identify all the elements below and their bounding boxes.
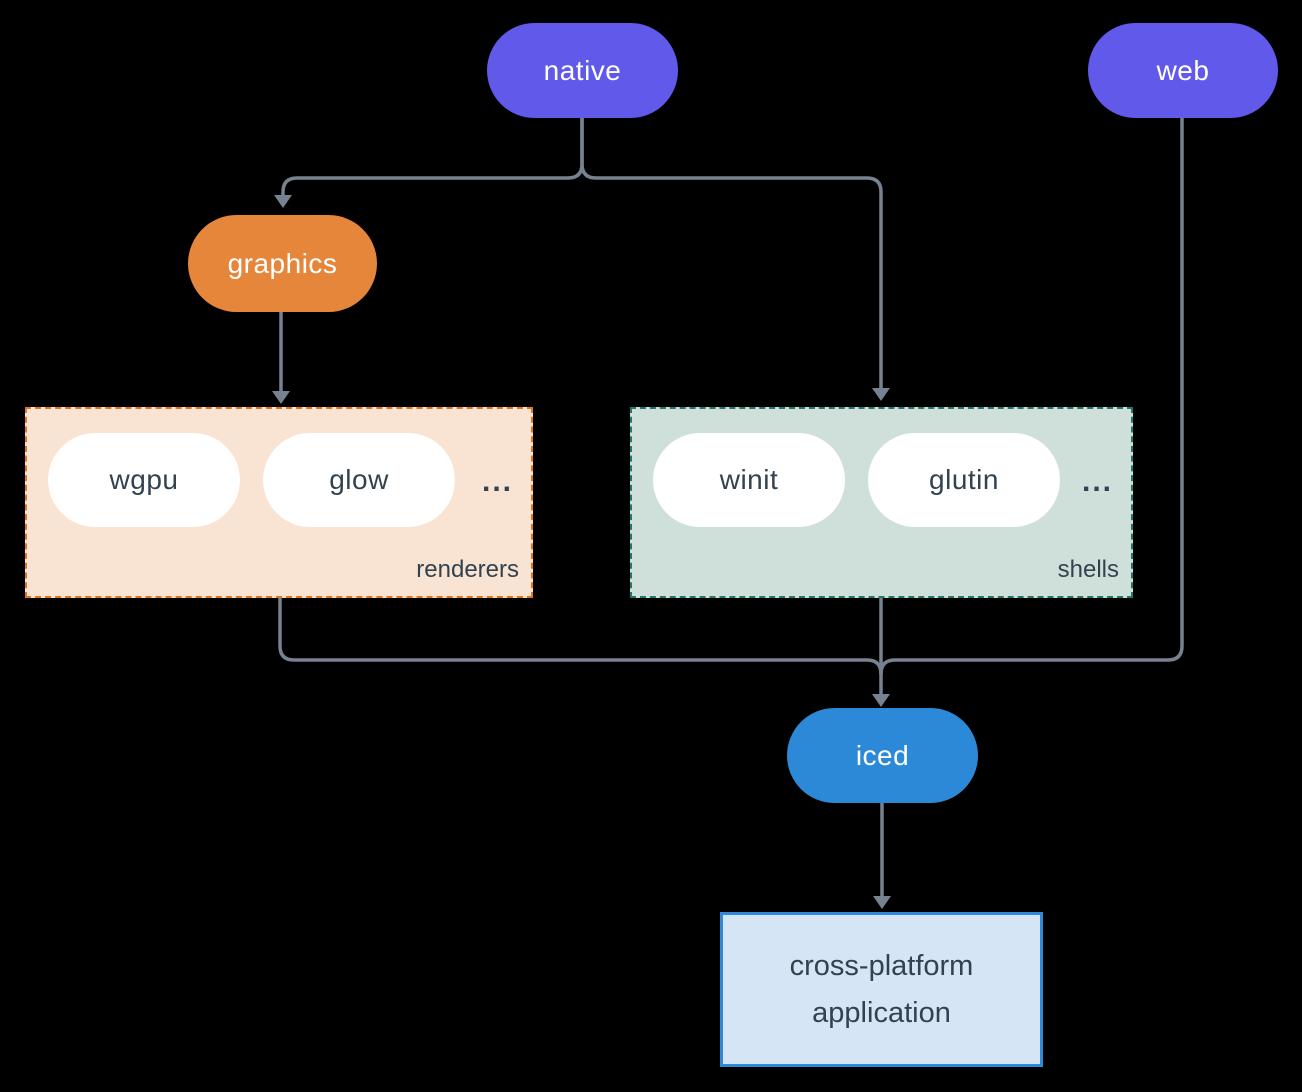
- renderers-group-label: renderers: [416, 556, 519, 583]
- arrowhead-into-renderers-box: [272, 391, 290, 404]
- node-iced: iced: [787, 708, 978, 803]
- node-application: cross-platform application: [720, 912, 1043, 1067]
- group-shells: winit glutin ... shells: [630, 407, 1133, 598]
- node-web-label: web: [1156, 54, 1210, 86]
- shells-group-label: shells: [1057, 556, 1119, 583]
- node-web: web: [1088, 23, 1278, 118]
- node-application-line1: cross-platform: [789, 949, 974, 982]
- node-winit: winit: [653, 433, 845, 527]
- arrowhead-into-iced: [872, 694, 890, 707]
- node-glutin: glutin: [868, 433, 1060, 527]
- node-graphics: graphics: [188, 215, 377, 312]
- node-graphics-label: graphics: [227, 247, 338, 279]
- edge-native-shells: [580, 118, 883, 389]
- node-wgpu: wgpu: [48, 433, 240, 527]
- arrowhead-into-graphics: [274, 195, 292, 208]
- node-glow: glow: [263, 433, 455, 527]
- node-application-line2: application: [812, 996, 951, 1029]
- renderers-ellipsis: ...: [482, 465, 514, 498]
- node-winit-label: winit: [719, 464, 779, 495]
- node-native-label: native: [543, 54, 622, 86]
- edge-renderers-iced: [278, 598, 883, 675]
- shells-ellipsis: ...: [1082, 465, 1114, 498]
- node-glutin-label: glutin: [929, 464, 999, 495]
- arrowhead-into-shells-box: [872, 388, 890, 401]
- node-glow-label: glow: [329, 464, 389, 495]
- group-renderers: wgpu glow ... renderers: [25, 407, 533, 598]
- node-native: native: [487, 23, 678, 118]
- arrowhead-into-application: [873, 896, 891, 909]
- node-iced-label: iced: [855, 739, 910, 771]
- node-wgpu-label: wgpu: [109, 464, 179, 495]
- edge-native-graphics: [281, 118, 584, 195]
